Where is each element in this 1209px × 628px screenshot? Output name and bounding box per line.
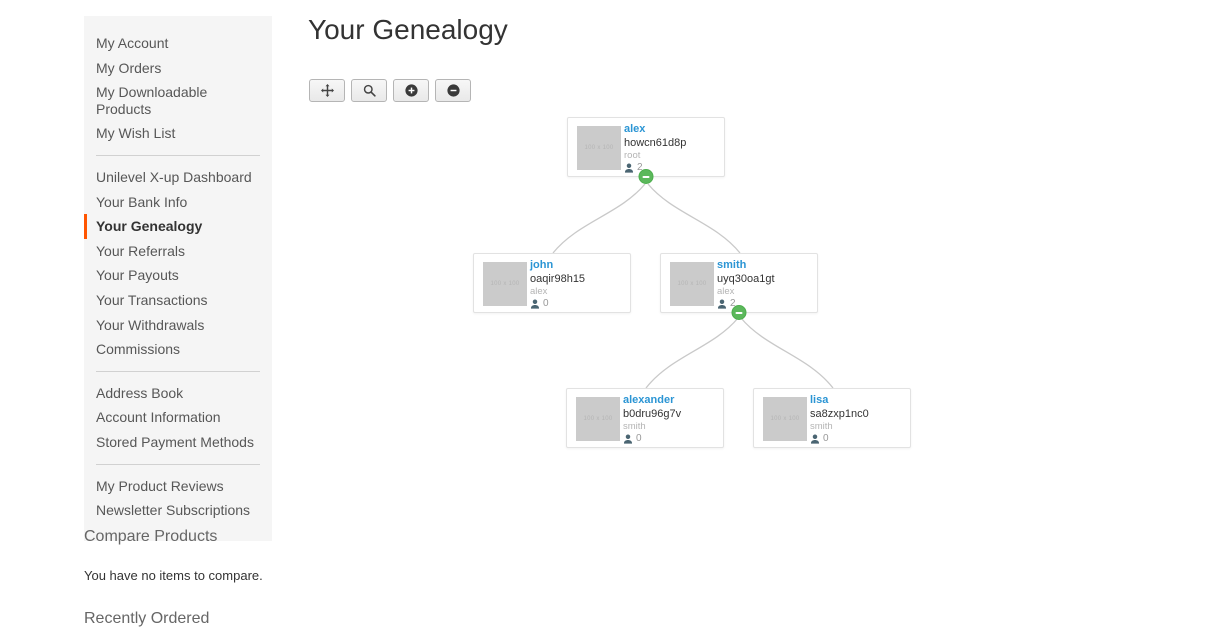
- node-info: alex howcn61d8p root 2: [624, 123, 720, 174]
- node-info: lisa sa8zxp1nc0 smith 0: [810, 394, 906, 445]
- sidebar-item-my-wish-list[interactable]: My Wish List: [96, 125, 176, 142]
- zoom-in-button[interactable]: [393, 79, 429, 102]
- node-info: smith uyq30oa1gt alex 2: [717, 259, 813, 310]
- avatar-placeholder: 100 x 100: [763, 397, 807, 441]
- node-info: john oaqir98h15 alex 0: [530, 259, 626, 310]
- sidebar-item-address-book[interactable]: Address Book: [96, 384, 184, 401]
- compare-products-title: Compare Products: [84, 528, 218, 545]
- node-parent-label: alex: [530, 286, 548, 297]
- minus-circle-icon: [446, 84, 460, 97]
- tree-node-lisa[interactable]: 100 x 100 lisa sa8zxp1nc0 smith 0: [753, 388, 911, 448]
- node-name-link[interactable]: alex: [624, 123, 646, 135]
- node-children-count: 2: [624, 162, 720, 174]
- account-sidebar: My Account My Orders My Downloadable Pro…: [84, 16, 272, 541]
- count-value: 0: [636, 433, 642, 444]
- tree-node-john[interactable]: 100 x 100 john oaqir98h15 alex 0: [473, 253, 631, 313]
- plus-circle-icon: [404, 84, 418, 97]
- node-name-link[interactable]: smith: [717, 259, 747, 271]
- sidebar-item-stored-payment-methods[interactable]: Stored Payment Methods: [96, 433, 254, 450]
- person-icon: [624, 163, 634, 173]
- sidebar-item-your-withdrawals[interactable]: Your Withdrawals: [96, 316, 205, 333]
- count-value: 2: [637, 162, 643, 173]
- node-children-count: 0: [623, 433, 719, 445]
- page-title: Your Genealogy: [308, 14, 508, 45]
- tree-node-alex[interactable]: 100 x 100 alex howcn61d8p root 2: [567, 117, 725, 184]
- move-icon: [320, 84, 334, 97]
- sidebar-item-newsletter-subscriptions[interactable]: Newsletter Subscriptions: [96, 502, 251, 519]
- sidebar-item-unilevel-dashboard[interactable]: Unilevel X-up Dashboard: [96, 168, 252, 185]
- sidebar-item-your-genealogy[interactable]: Your Genealogy: [84, 214, 272, 239]
- pan-button[interactable]: [309, 79, 345, 102]
- node-parent-label: smith: [623, 421, 646, 432]
- node-children-count: 0: [810, 433, 906, 445]
- node-code: b0dru96g7v: [623, 408, 682, 420]
- sidebar-divider: [96, 463, 260, 465]
- tree-node-alexander[interactable]: 100 x 100 alexander b0dru96g7v smith 0: [566, 388, 724, 448]
- count-value: 0: [823, 433, 829, 444]
- person-icon: [530, 299, 540, 309]
- node-name-link[interactable]: alexander: [623, 394, 675, 406]
- person-icon: [623, 434, 633, 444]
- avatar-placeholder: 100 x 100: [483, 262, 527, 306]
- node-code: oaqir98h15: [530, 273, 586, 285]
- collapse-button[interactable]: [731, 305, 747, 320]
- sidebar-item-my-account[interactable]: My Account: [96, 35, 169, 51]
- sidebar-divider: [96, 154, 260, 156]
- sidebar-item-my-orders[interactable]: My Orders: [96, 59, 162, 76]
- search-icon: [363, 84, 376, 97]
- sidebar-item-my-product-reviews[interactable]: My Product Reviews: [96, 477, 224, 494]
- node-children-count: 2: [717, 298, 813, 310]
- genealogy-toolbar: [309, 79, 471, 102]
- node-name-link[interactable]: lisa: [810, 394, 829, 406]
- count-value: 2: [730, 298, 736, 309]
- sidebar-item-account-information[interactable]: Account Information: [96, 409, 221, 426]
- node-parent-label: root: [624, 150, 641, 161]
- tree-node-smith[interactable]: 100 x 100 smith uyq30oa1gt alex 2: [660, 253, 818, 320]
- sidebar-item-your-payouts[interactable]: Your Payouts: [96, 267, 179, 284]
- sidebar-item-your-bank-info[interactable]: Your Bank Info: [96, 193, 188, 210]
- node-name-link[interactable]: john: [530, 259, 554, 271]
- compare-products-block: Compare Products You have no items to co…: [84, 528, 334, 583]
- search-button[interactable]: [351, 79, 387, 102]
- sidebar-item-commissions[interactable]: Commissions: [96, 341, 181, 358]
- collapse-button[interactable]: [638, 169, 654, 184]
- node-children-count: 0: [530, 298, 626, 310]
- node-code: uyq30oa1gt: [717, 273, 775, 285]
- compare-products-empty-message: You have no items to compare.: [84, 568, 263, 583]
- count-value: 0: [543, 298, 549, 309]
- sidebar-item-your-transactions[interactable]: Your Transactions: [96, 291, 208, 308]
- node-info: alexander b0dru96g7v smith 0: [623, 394, 719, 445]
- sidebar-item-your-referrals[interactable]: Your Referrals: [96, 242, 185, 259]
- minus-icon: [642, 175, 650, 178]
- avatar-placeholder: 100 x 100: [670, 262, 714, 306]
- person-icon: [717, 299, 727, 309]
- avatar-placeholder: 100 x 100: [576, 397, 620, 441]
- node-parent-label: alex: [717, 286, 735, 297]
- node-code: howcn61d8p: [624, 137, 687, 149]
- person-icon: [810, 434, 820, 444]
- zoom-out-button[interactable]: [435, 79, 471, 102]
- node-code: sa8zxp1nc0: [810, 408, 869, 420]
- minus-icon: [735, 311, 743, 314]
- node-parent-label: smith: [810, 421, 833, 432]
- sidebar-divider: [96, 370, 260, 372]
- avatar-placeholder: 100 x 100: [577, 126, 621, 170]
- sidebar-item-my-downloadable-products[interactable]: My Downloadable Products: [96, 84, 208, 117]
